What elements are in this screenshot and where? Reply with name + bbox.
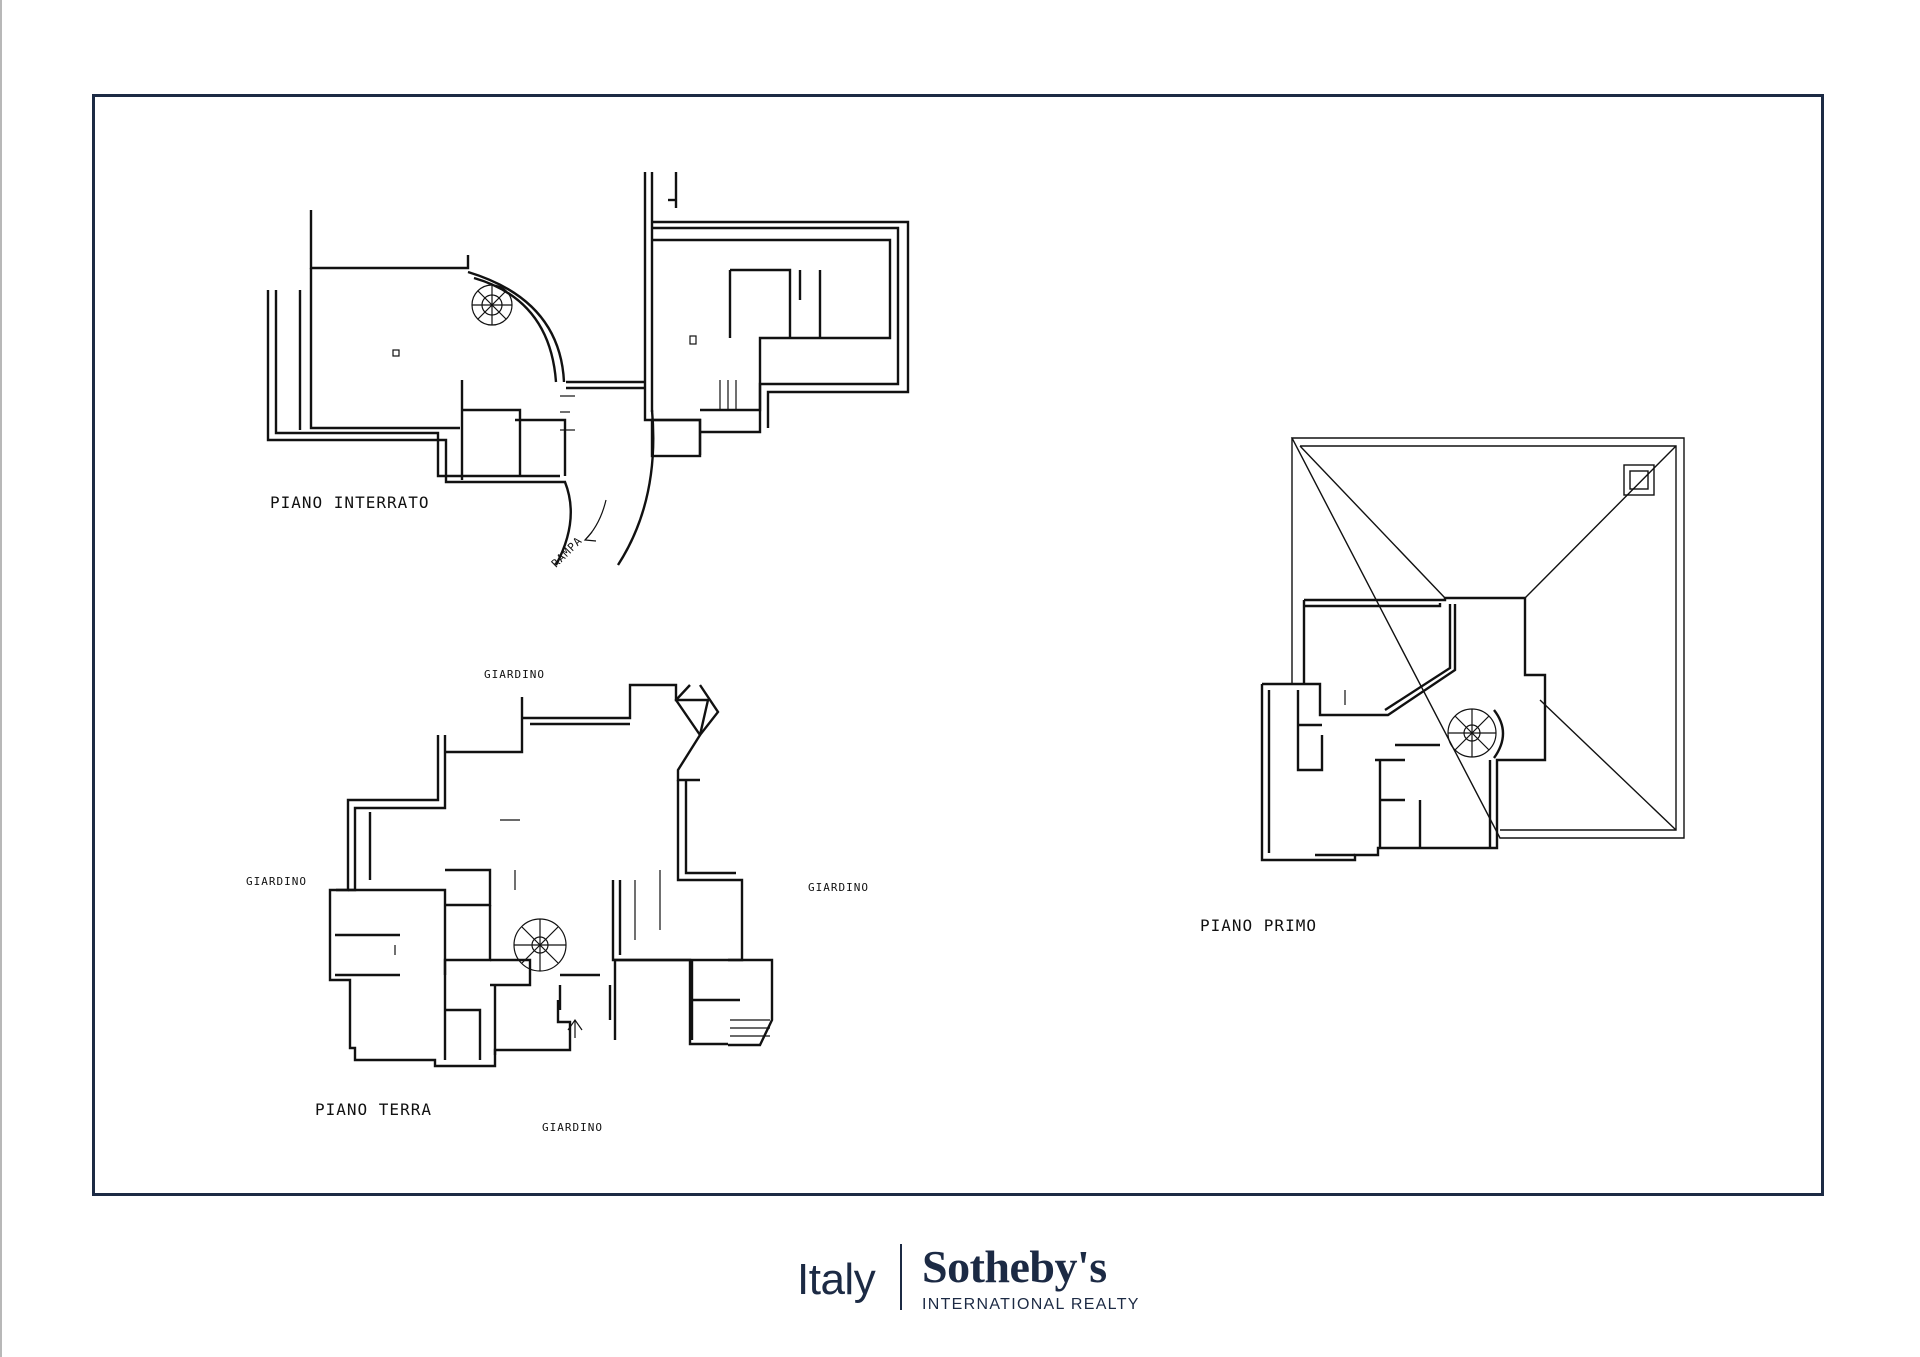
region-label: Italy	[797, 1255, 876, 1304]
garden-right-label: GIARDINO	[808, 881, 869, 894]
floor-plan-frame	[92, 94, 1824, 1196]
first-floor-title: PIANO PRIMO	[1200, 916, 1317, 935]
brand-divider	[900, 1244, 902, 1310]
ground-plan: GIARDINO GIARDINO GIARDINO GIARDINO PIAN…	[246, 668, 869, 1134]
footer-brand: Italy Sotheby's INTERNATIONAL REALTY	[0, 1240, 1920, 1320]
garden-top-label: GIARDINO	[484, 668, 545, 681]
garden-left-label: GIARDINO	[246, 875, 307, 888]
brand-tagline: INTERNATIONAL REALTY	[922, 1296, 1140, 1313]
garden-bottom-label: GIARDINO	[542, 1121, 603, 1134]
first-floor-plan: PIANO PRIMO	[1200, 437, 1685, 935]
page-edge	[0, 0, 2, 1357]
ground-title: PIANO TERRA	[315, 1100, 432, 1119]
brand-logo: Sotheby's	[922, 1241, 1107, 1292]
basement-title: PIANO INTERRATO	[270, 493, 430, 512]
basement-plan: RAMPA PIANO INTERRATO	[266, 172, 910, 570]
